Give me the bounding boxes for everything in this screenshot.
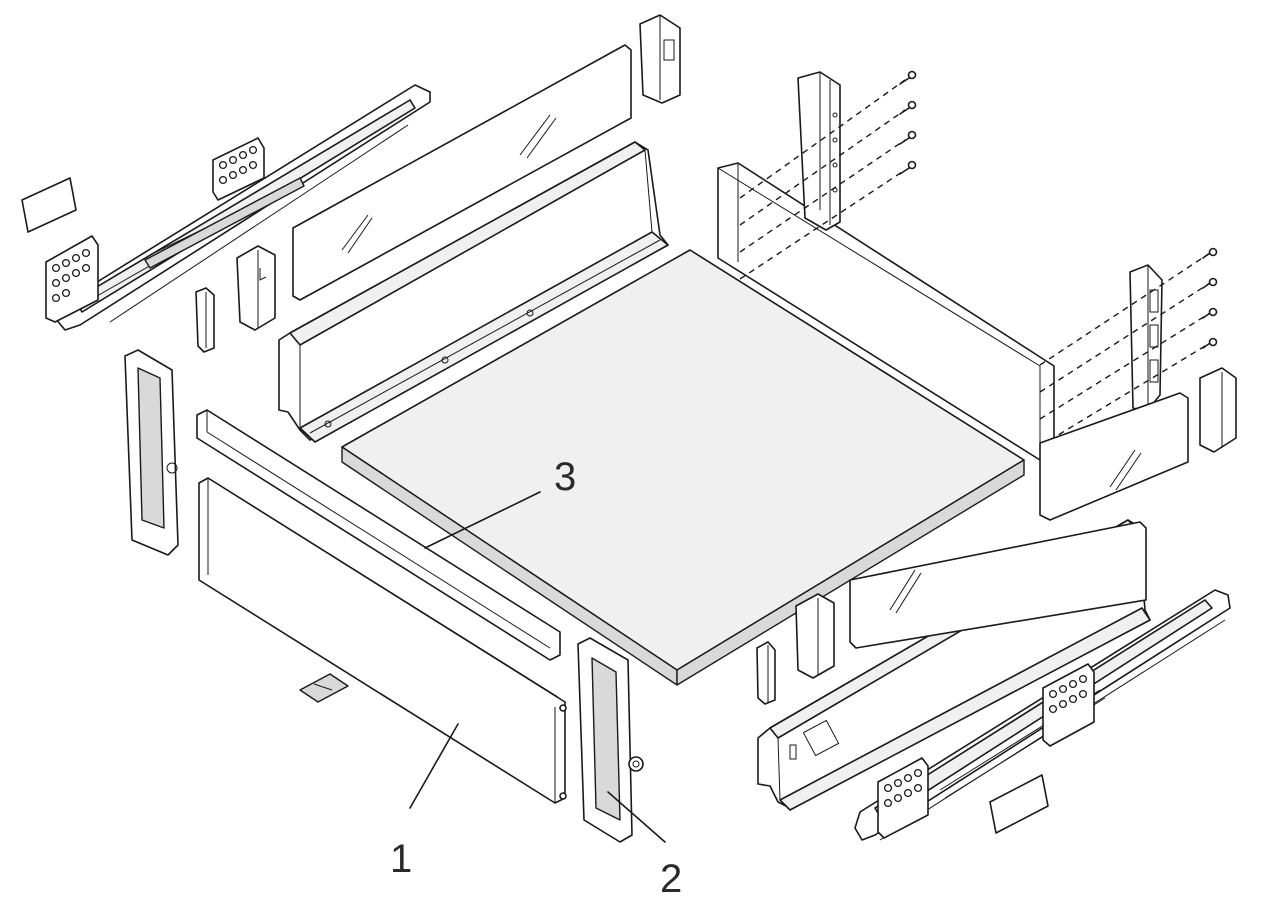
back-bracket-left	[797, 71, 841, 231]
right-connector-small	[756, 641, 776, 705]
left-runner	[54, 84, 431, 331]
screw-icon	[899, 160, 917, 175]
left-glass-panel	[292, 44, 632, 301]
right-glass-panel	[849, 521, 1147, 649]
left-cover-cap	[21, 177, 77, 233]
right-rear-connector	[1199, 367, 1237, 453]
right-glass-panel-back	[1039, 392, 1189, 521]
right-runner-plate-front	[877, 757, 929, 839]
screw-icon	[899, 100, 917, 115]
screw-icon	[1202, 277, 1218, 289]
screw-icon	[1202, 247, 1218, 259]
drawer-bottom-panel	[341, 249, 1025, 686]
screw-icon	[1202, 307, 1218, 319]
back-bracket-right	[1129, 264, 1163, 413]
right-cover-cap	[989, 774, 1049, 834]
screws-right-set	[1039, 247, 1218, 447]
front-bracket	[577, 637, 644, 843]
left-runner-plate-front	[45, 235, 99, 323]
screw-icon	[899, 130, 917, 145]
front-fixing-clip	[299, 673, 349, 703]
left-rear-connector	[639, 14, 681, 104]
right-runner-plate-rear	[1042, 663, 1095, 747]
left-connector-small	[195, 287, 215, 353]
left-runner-plate-rear	[212, 137, 265, 201]
callout-leader-2	[607, 791, 666, 843]
callout-number-2: 2	[660, 857, 682, 900]
screw-icon	[1202, 337, 1218, 349]
right-connector-large	[795, 593, 835, 679]
callout-leader-3	[424, 491, 541, 549]
callout-number-3: 3	[554, 455, 576, 499]
left-front-bracket	[124, 349, 179, 556]
front-rail	[196, 409, 561, 661]
screws-left-set	[739, 70, 917, 280]
callout-leader-1	[409, 723, 459, 809]
left-drawer-side	[278, 141, 669, 443]
screw-icon	[899, 70, 917, 85]
left-connector-large	[236, 245, 276, 331]
callout-number-1: 1	[390, 837, 412, 881]
front-panel	[198, 477, 567, 804]
